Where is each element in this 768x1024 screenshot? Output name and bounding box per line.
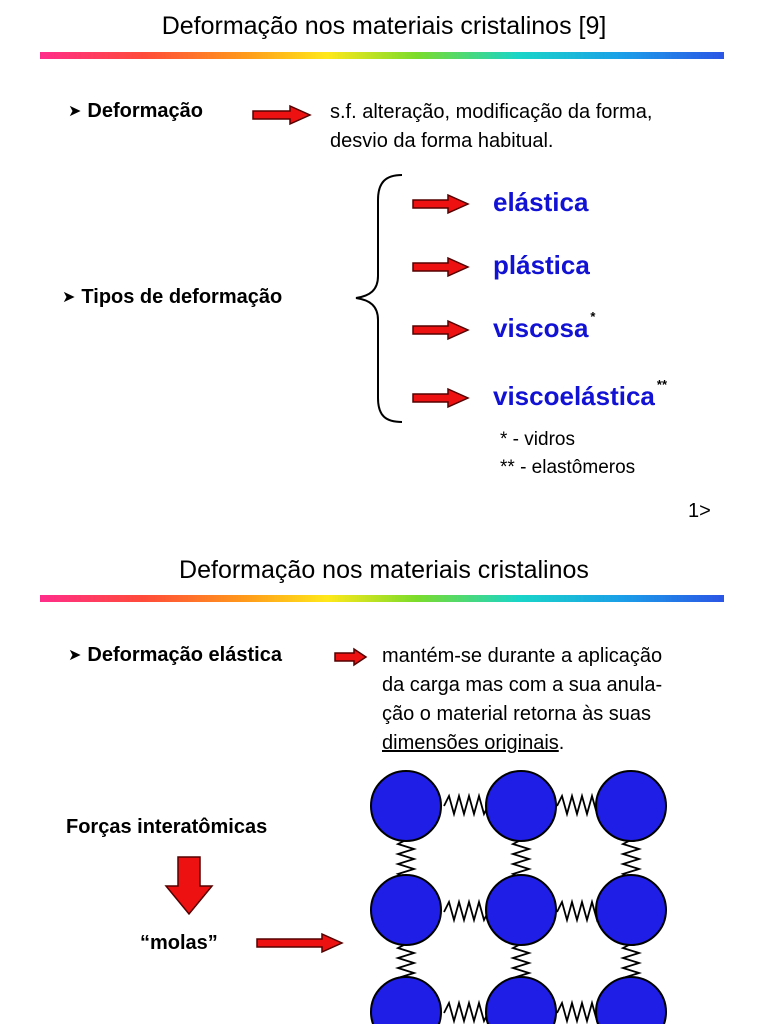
footnote-vidros: * - vidros — [500, 429, 575, 450]
arrow-right-icon — [334, 647, 368, 667]
arrow-right-icon — [252, 104, 312, 126]
triangle-bullet-icon: ➤ — [68, 647, 82, 664]
atom — [370, 874, 442, 946]
curly-brace-icon — [355, 174, 403, 423]
type-viscosa-label: viscosa — [493, 313, 589, 343]
arrow-right-icon — [412, 193, 470, 215]
type-elastica: elástica — [493, 187, 588, 218]
bullet-deformacao: ➤ Deformação — [68, 100, 203, 123]
arrow-right-icon — [412, 319, 470, 341]
dimensoes-originais-underlined: dimensões originais — [382, 732, 559, 754]
description-line-1: mantém-se durante a aplicação — [382, 645, 663, 667]
slide2-title: Deformação nos materiais cristalinos — [179, 556, 589, 584]
type-viscoelastica-footnote-mark: ** — [656, 377, 668, 392]
bullet-deformacao-elastica-label: Deformação elástica — [87, 644, 282, 666]
atom — [370, 770, 442, 842]
bullet-deformacao-elastica: ➤ Deformação elástica — [68, 644, 282, 667]
atom — [595, 770, 667, 842]
horizontal-springs — [443, 792, 603, 1024]
type-elastica-label: elástica — [493, 187, 589, 217]
arrow-down-icon — [164, 856, 214, 916]
bullet-tipos: ➤ Tipos de deformação — [62, 286, 282, 309]
bullet-deformacao-label: Deformação — [87, 100, 204, 122]
atom — [370, 976, 442, 1024]
type-viscosa: viscosa* — [493, 309, 595, 344]
description-line-2: da carga mas com a sua anula- — [382, 674, 663, 696]
footnote-elastomeros: ** - elastômeros — [500, 457, 636, 478]
type-plastica: plástica — [493, 250, 590, 281]
triangle-bullet-icon: ➤ — [62, 289, 76, 306]
slide1-title: Deformação nos materiais cristalinos [9] — [161, 12, 607, 40]
springs-label: “molas” — [140, 932, 218, 954]
forces-label: Forças interatômicas — [66, 816, 268, 838]
description-line-4: dimensões originais. — [382, 729, 662, 758]
type-viscoelastica-label: viscoelástica — [493, 381, 655, 411]
atom — [485, 976, 557, 1024]
type-viscosa-footnote-mark: * — [590, 309, 596, 324]
description-line-3: ção o material retorna às suas — [382, 703, 652, 725]
arrow-right-icon — [412, 387, 470, 409]
footnotes: * - vidros ** - elastômeros — [500, 426, 635, 482]
bullet-tipos-label: Tipos de deformação — [81, 286, 283, 308]
arrow-right-icon — [256, 932, 344, 954]
atom — [595, 976, 667, 1024]
description-line-4-tail: . — [558, 732, 565, 754]
definition-line-2: desvio da forma habitual. — [330, 130, 554, 152]
atoms — [370, 770, 667, 1024]
type-plastica-label: plástica — [493, 250, 590, 280]
slide2-rainbow-divider — [40, 595, 724, 602]
type-viscoelastica: viscoelástica** — [493, 377, 667, 412]
page-marker: 1> — [688, 500, 711, 522]
atom — [595, 874, 667, 946]
atom — [485, 874, 557, 946]
arrow-right-icon — [412, 256, 470, 278]
slide1-rainbow-divider — [40, 52, 724, 59]
triangle-bullet-icon: ➤ — [68, 103, 82, 120]
definition-line-1: s.f. alteração, modificação da forma, — [330, 101, 653, 123]
deformacao-definition: s.f. alteração, modificação da forma, de… — [330, 98, 652, 156]
deformacao-elastica-description: mantém-se durante a aplicação da carga m… — [382, 642, 662, 758]
atom — [485, 770, 557, 842]
